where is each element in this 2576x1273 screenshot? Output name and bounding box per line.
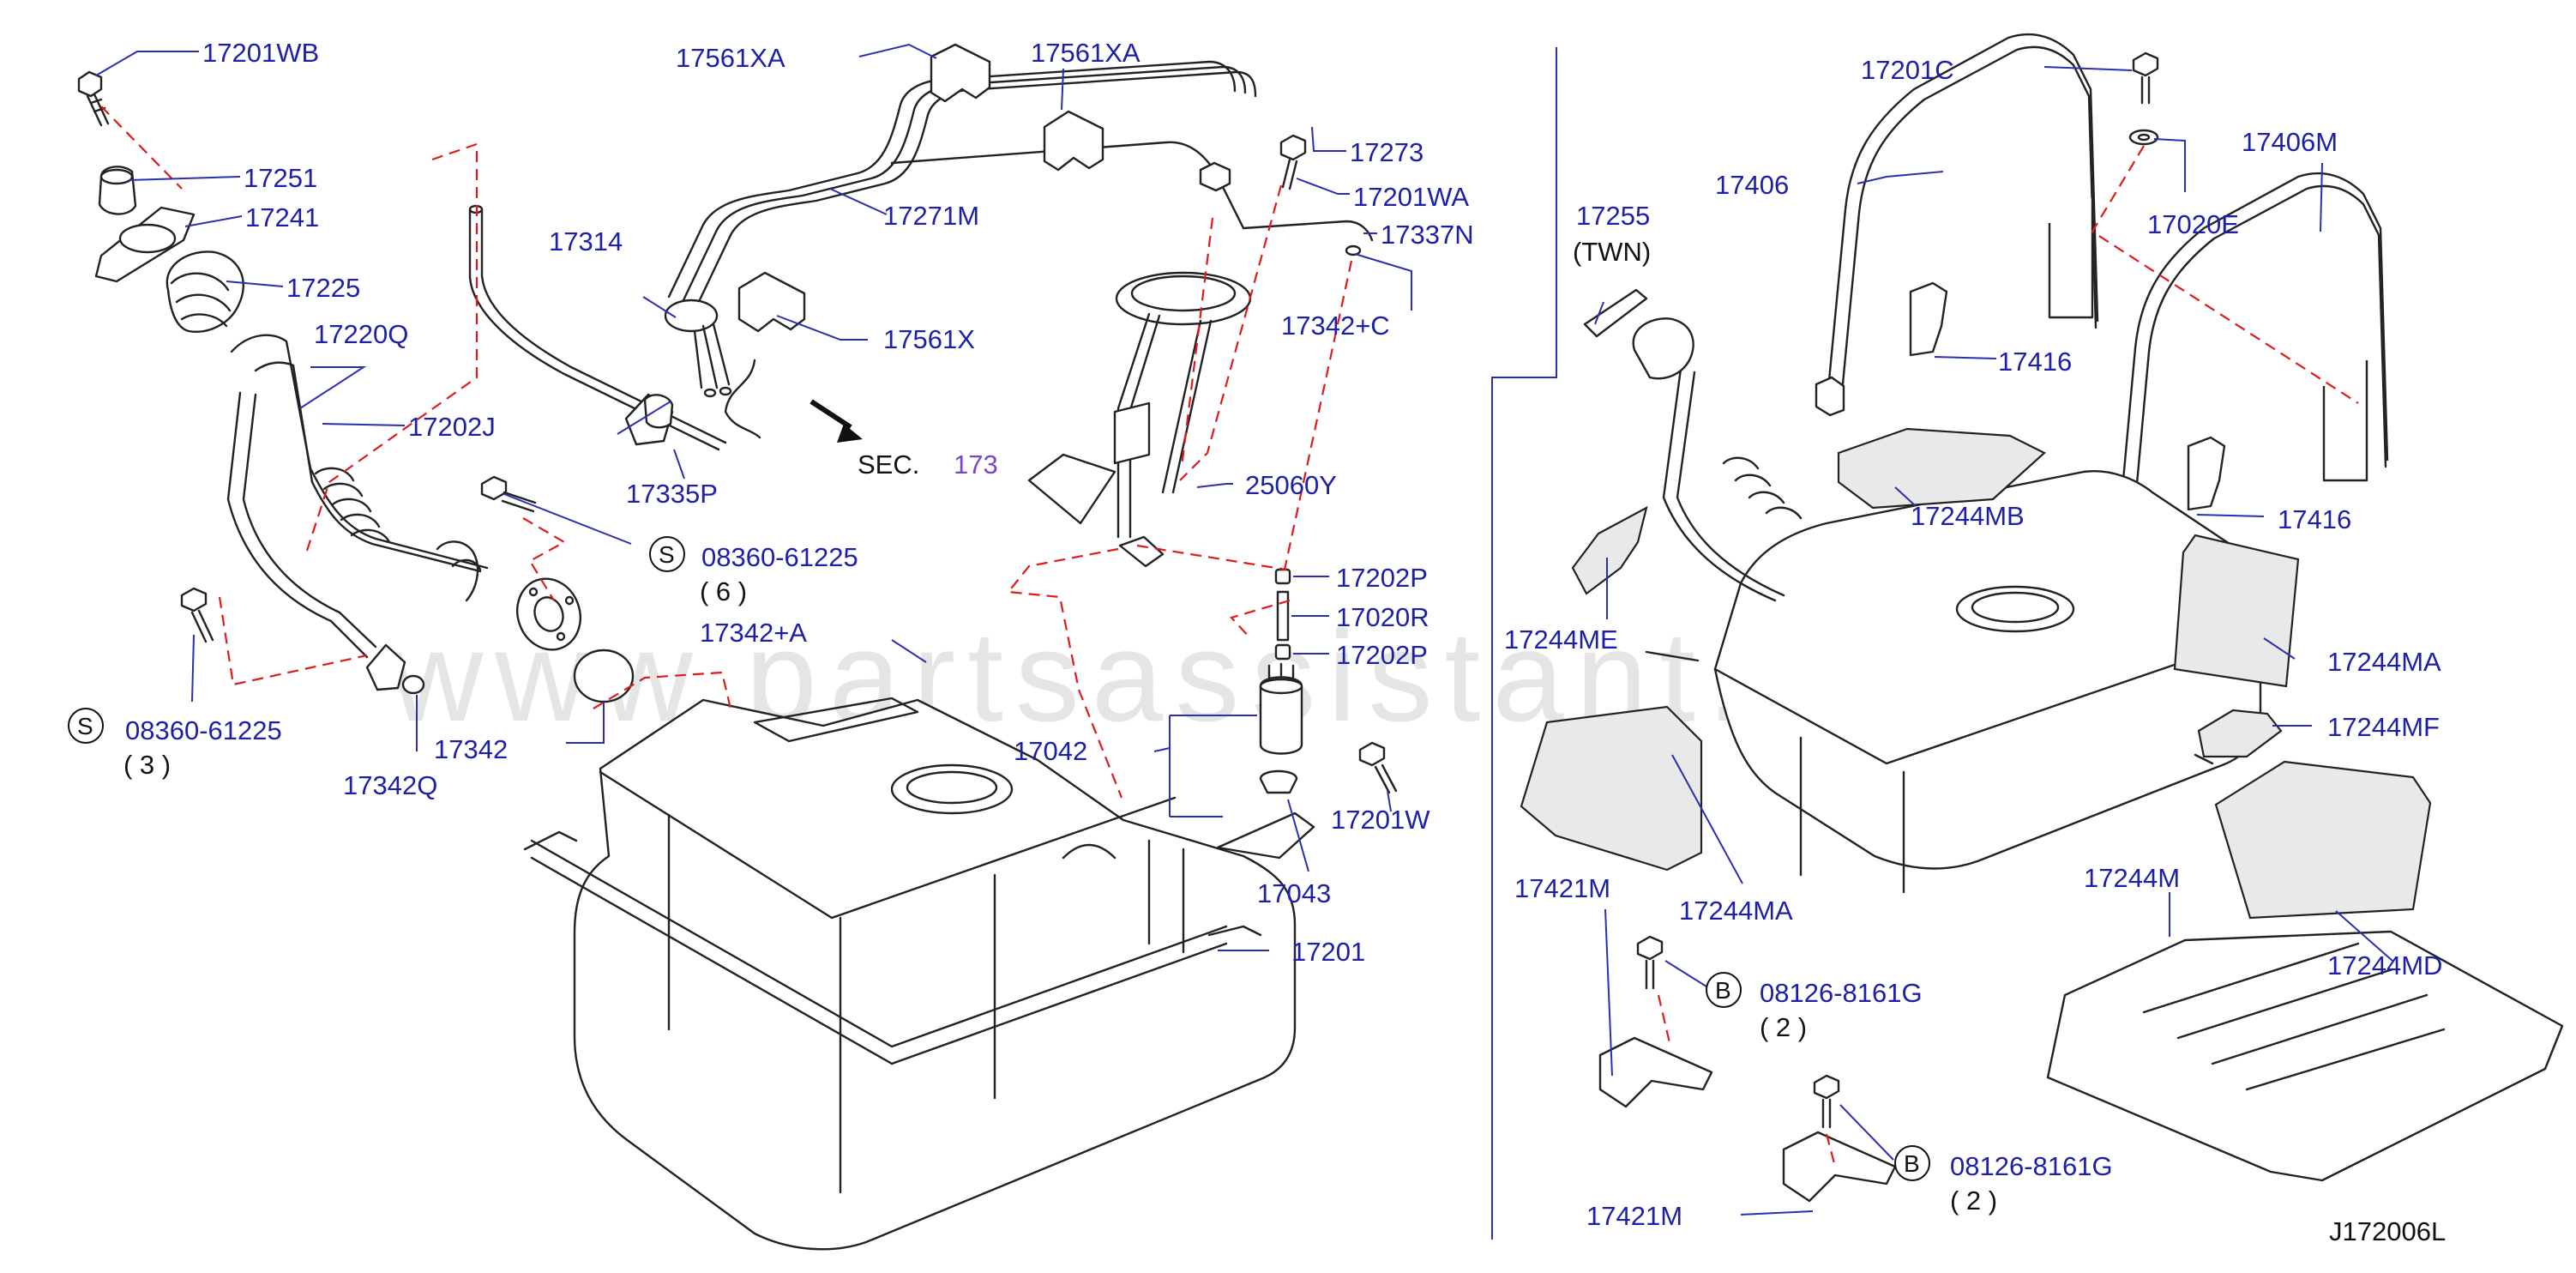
label-17273: 17273 — [1350, 137, 1423, 167]
label-17042: 17042 — [1014, 736, 1087, 766]
label-17421M-1: 17421M — [1514, 873, 1610, 903]
shield-17244ME — [1571, 505, 1648, 595]
label-17342C: 17342+C — [1281, 311, 1390, 341]
label-25060Y: 25060Y — [1245, 470, 1337, 500]
label-17337N: 17337N — [1381, 220, 1474, 250]
assembly-guides — [100, 106, 2359, 1167]
label-17020E: 17020E — [2147, 209, 2239, 239]
label-17251: 17251 — [244, 163, 317, 193]
label-17335P: 17335P — [626, 479, 718, 509]
leader-lines — [95, 43, 2393, 1216]
label-17406M: 17406M — [2242, 127, 2338, 157]
label-17244M: 17244M — [2084, 863, 2180, 893]
label-17416-2: 17416 — [2278, 504, 2351, 534]
fastener-qty: ( 2 ) — [1950, 1186, 1997, 1216]
label-17202P-1: 17202P — [1336, 563, 1428, 593]
label-17561XA-2: 17561XA — [1031, 38, 1141, 68]
label-17342A: 17342+A — [700, 618, 807, 648]
label-17244MF: 17244MF — [2327, 712, 2440, 742]
fastener-callout-1: S 08360-61225 ( 6 ) — [649, 536, 858, 606]
shield-17244M — [2046, 930, 2564, 1182]
label-17244MB: 17244MB — [1911, 501, 2025, 531]
label-17241: 17241 — [245, 202, 319, 232]
label-17020R: 17020R — [1336, 602, 1429, 632]
label-17255: 17255 — [1576, 201, 1650, 231]
label-17201W: 17201W — [1331, 805, 1430, 835]
label-17314: 17314 — [549, 226, 623, 256]
label-17244ME: 17244ME — [1504, 624, 1618, 655]
fastener-code: 08126-8161G — [1760, 978, 1923, 1008]
label-17220Q: 17220Q — [314, 319, 408, 349]
shield-17244MA-right — [2173, 534, 2300, 688]
label-17406: 17406 — [1715, 170, 1789, 200]
part-labels: 17201WB 17251 17241 17225 17220Q 17202J … — [202, 38, 2446, 1246]
label-17225: 17225 — [286, 273, 360, 303]
label-17202J: 17202J — [408, 412, 496, 442]
label-17244MD: 17244MD — [2327, 950, 2442, 980]
fastener-letter: B — [1715, 977, 1731, 1004]
fastener-letter: S — [659, 541, 675, 568]
diagram-code: J172006L — [2329, 1216, 2446, 1246]
label-17421M-2: 17421M — [1586, 1201, 1682, 1231]
vent-line-assembly — [468, 43, 1374, 451]
fastener-code: 08126-8161G — [1950, 1151, 2113, 1181]
section-ref-number: 173 — [954, 449, 998, 480]
label-17244MA-right: 17244MA — [2327, 647, 2441, 677]
label-17561X: 17561X — [883, 324, 975, 354]
label-17342: 17342 — [434, 734, 508, 764]
label-17201C: 17201C — [1861, 55, 1954, 85]
label-17244MA-left: 17244MA — [1679, 896, 1793, 926]
label-17271M: 17271M — [883, 201, 979, 231]
shield-17244MF — [2197, 709, 2283, 758]
fastener-code: 08360-61225 — [125, 715, 282, 745]
fastener-qty: ( 2 ) — [1760, 1012, 1807, 1042]
section-ref-prefix: SEC. — [858, 449, 919, 480]
fastener-qty: ( 3 ) — [123, 750, 171, 780]
shield-17244MA-left — [1520, 705, 1703, 872]
label-17201: 17201 — [1291, 937, 1365, 967]
tank-straps-and-shields — [1520, 33, 2564, 1203]
filler-neck-assembly — [77, 70, 635, 703]
fastener-letter: B — [1904, 1150, 1920, 1177]
label-17416-1: 17416 — [1998, 347, 2072, 377]
label-17202P-2: 17202P — [1336, 640, 1428, 670]
fastener-qty: ( 6 ) — [700, 576, 747, 606]
fastener-callout-3: B 08126-8161G ( 2 ) — [1706, 972, 1923, 1042]
label-17255-note: (TWN) — [1573, 237, 1651, 267]
shield-17244MB — [1837, 427, 2046, 510]
label-17201WB: 17201WB — [202, 38, 319, 68]
fastener-callout-4: B 08126-8161G ( 2 ) — [1894, 1145, 2113, 1216]
label-17201WA: 17201WA — [1353, 182, 1469, 212]
fastener-letter: S — [77, 713, 93, 739]
label-17043: 17043 — [1257, 878, 1331, 908]
fastener-code: 08360-61225 — [701, 542, 858, 572]
label-17342Q: 17342Q — [343, 770, 437, 800]
fastener-callout-2: S 08360-61225 ( 3 ) — [68, 708, 282, 780]
label-17561XA-1: 17561XA — [676, 43, 785, 73]
shield-17244MD — [2214, 760, 2432, 920]
section-separator — [1491, 47, 1557, 1240]
fuel-tank-main — [523, 697, 1297, 1251]
